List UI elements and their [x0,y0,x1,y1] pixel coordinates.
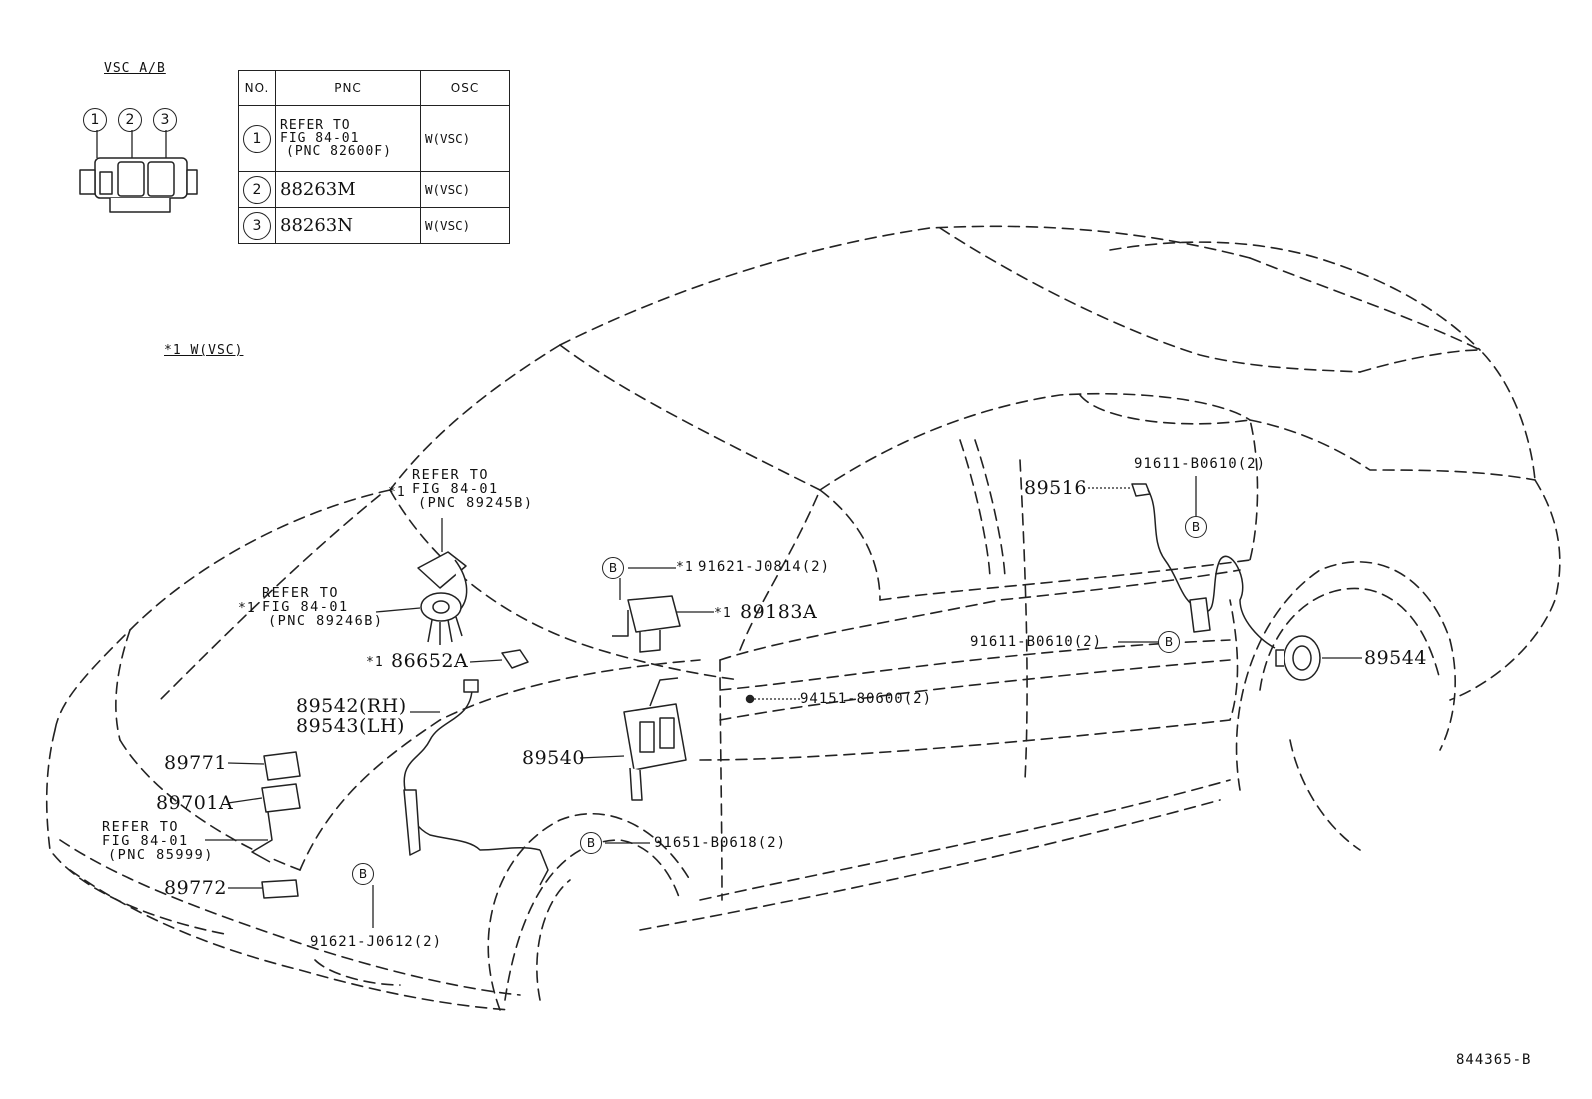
row-osc: W(VSC) [420,105,510,172]
label-89542-rh: 89542(RH) [296,695,407,717]
leader-connector [96,130,167,158]
label-89543-lh: 89543(LH) [296,715,405,737]
label-89183a: 89183A [740,601,818,623]
steering-sensor-shape [420,592,463,645]
label-89544: 89544 [1364,647,1427,669]
callout-refer-89246b: REFER TO FIG 84-01 (PNC 89246B) [262,585,384,629]
front-sensor-harness-shape [403,679,549,886]
table-row: 3 88263N W(VSC) [238,207,510,244]
row-number: 3 [243,211,271,240]
asterisk-89183a: *1 [714,606,732,621]
row-osc: W(VSC) [420,171,510,208]
connector-symbol [79,157,198,213]
asterisk-89246b: *1 [238,601,256,616]
callout-refer-85999: REFER TO FIG 84-01 (PNC 85999) [102,819,214,863]
connector-pin-1: 1 [83,108,107,132]
connector-pin-2: 2 [118,108,142,132]
label-94151-80600: 94151-80600(2) [800,691,933,707]
label-89771: 89771 [164,752,227,774]
bolt-marker: B [1158,631,1180,653]
module-89183a-shape [612,595,681,653]
table-header-no: NO. [238,70,276,106]
label-91621-j0612: 91621-J0612(2) [310,934,443,950]
table-header-pnc: PNC [275,70,421,106]
ecu-89540-shape [623,677,687,801]
footnote: *1 W(VSC) [164,343,244,358]
row-pnc: 88263M [275,171,421,208]
label-91611-b0610-mid: 91611-B0610(2) [970,634,1103,650]
rear-wheel [1235,561,1451,791]
row-number: 1 [243,124,271,153]
asterisk-91621-j0814: *1 [676,560,694,575]
roof-outline [559,225,1251,346]
label-91611-b0610-top: 91611-B0610(2) [1134,456,1267,472]
asterisk-86652a: *1 [366,655,384,670]
label-89772: 89772 [164,877,227,899]
row-pnc: 88263N [275,207,421,244]
table-header-row: NO. PNC OSC [238,70,510,106]
bolt-marker: B [602,557,624,579]
rear-sensor-harness-shape [1131,483,1276,649]
label-89516: 89516 [1024,477,1087,499]
table-row: 2 88263M W(VSC) [238,171,510,208]
rear-bearing-shape [1275,635,1321,681]
connector-pin-3: 3 [153,108,177,132]
bolt-marker: B [352,863,374,885]
windshield-outline [559,344,821,491]
row-osc: W(VSC) [420,207,510,244]
label-89701a: 89701A [156,792,234,814]
asterisk-89245b: *1 [388,485,406,500]
label-91621-j0814: 91621-J0814(2) [698,559,831,575]
bolt-dot [745,694,755,704]
label-89540: 89540 [522,747,585,769]
bolt-marker: B [1185,516,1207,538]
pnc-table: NO. PNC OSC 1 REFER TO FIG 84-01 (PNC 82… [238,70,510,244]
table-row: 1 REFER TO FIG 84-01 (PNC 82600F) W(VSC) [238,105,510,172]
leader-89540 [579,755,625,759]
row-number: 2 [243,175,271,204]
leader-91621-j0814 [619,567,676,600]
bolt-marker: B [580,832,602,854]
leader-89701a [227,797,263,804]
table-header-osc: OSC [420,70,510,106]
row-pnc: REFER TO FIG 84-01 (PNC 82600F) [275,105,421,172]
hood-outline [54,489,391,731]
leader-86652a [469,659,503,663]
label-86652a: 86652A [391,650,469,672]
front-sensor-parts-shape [251,751,301,899]
connector-title: VSC A/B [104,61,166,76]
connector-86652a-shape [501,649,529,669]
label-91651-b0618: 91651-B0618(2) [654,835,787,851]
figure-id: 844365-B [1456,1052,1532,1068]
leader-89771 [227,762,265,765]
leader-89246b [375,607,421,613]
front-fascia [45,729,231,936]
callout-refer-89245b: REFER TO FIG 84-01 (PNC 89245B) [412,467,534,511]
front-wheel [487,812,691,1011]
body-bottom [639,799,1221,931]
door-windows [819,489,881,601]
